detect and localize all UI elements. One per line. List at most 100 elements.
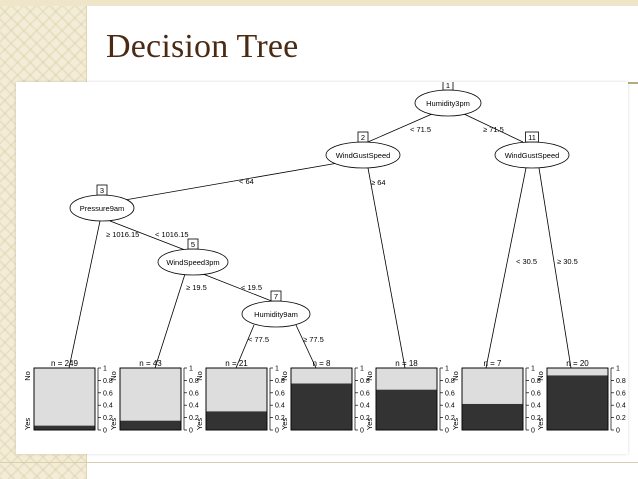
leaf-axis-tick-label: 1 [275, 366, 279, 373]
split-condition-label: < 77.5 [248, 335, 269, 344]
leaf-axis-tick-label: 0.6 [189, 390, 199, 397]
leaf-bar-yes [206, 411, 267, 430]
tree-edge-3-leaf1 [68, 220, 101, 369]
node-id-label: 7 [274, 292, 278, 301]
leaf-axis-tick-label: 1 [189, 366, 193, 373]
leaf-count-label: n = 20 [566, 359, 589, 368]
leaf-axis-tick-label: 0.4 [189, 403, 199, 410]
leaf-axis-tick-label: 0.2 [103, 415, 113, 422]
node-variable-label: Pressure9am [80, 204, 125, 213]
tree-edge-5-7 [202, 273, 275, 303]
split-condition-label: ≥ 77.5 [303, 335, 324, 344]
class-label-no: No [23, 371, 32, 381]
split-condition-label: ≥ 19.5 [186, 283, 207, 292]
node-variable-label: Humidity3pm [426, 99, 470, 108]
leaf-axis-tick-label: 0.2 [275, 415, 285, 422]
leaf-axis-tick-label: 0.6 [275, 390, 285, 397]
class-label-no: No [365, 371, 374, 381]
leaf-axis-tick-label: 0.8 [189, 378, 199, 385]
tree-edge-3-5 [109, 220, 186, 251]
leaf-axis-tick-label: 1 [445, 366, 449, 373]
leaf-count-label: n = 21 [225, 359, 248, 368]
leaf-bar-yes [34, 425, 95, 430]
leaf-bar-border [461, 367, 524, 431]
class-label-no: No [451, 371, 460, 381]
class-label-yes: Yes [23, 418, 32, 430]
class-label-no: No [280, 371, 289, 381]
class-label-yes: Yes [451, 418, 460, 430]
tree-edge-7-leaf3 [235, 324, 255, 369]
split-condition-label: < 30.5 [516, 257, 537, 266]
split-condition-label: ≥ 64 [371, 178, 386, 187]
leaf-bar-border [290, 367, 353, 431]
leaf-bar-yes [462, 403, 523, 430]
leaf-bar-yes [291, 383, 352, 430]
split-condition-label: < 64 [239, 177, 254, 186]
node-id-label: 5 [191, 240, 195, 249]
leaf-axis-tick-label: 0 [445, 428, 449, 435]
node-id-label: 11 [528, 133, 536, 142]
leaf-axis-tick-label: 1 [103, 366, 107, 373]
leaf-axis-tick-label: 1 [616, 366, 620, 373]
leaf-bar-no [119, 367, 182, 431]
leaf-count-label: n = 43 [139, 359, 162, 368]
leaf-axis-tick-label: 0.8 [531, 378, 541, 385]
node-variable-label: WindGustSpeed [336, 151, 391, 160]
leaf-axis-tick-label: 0.4 [103, 403, 113, 410]
tree-edge-2-3 [118, 162, 339, 202]
leaf-axis-tick-label: 0.4 [275, 403, 285, 410]
node-id-box [525, 131, 539, 143]
tree-edge-11-leaf6 [485, 167, 527, 369]
leaf-axis-tick-label: 0 [616, 428, 620, 435]
split-condition-label: ≥ 71.5 [483, 125, 504, 134]
leaf-axis-tick-label: 0.8 [445, 378, 455, 385]
tree-edge-1-11 [463, 113, 524, 143]
leaf-axis-tick-label: 0.2 [445, 415, 455, 422]
leaf-bar-no [33, 367, 96, 431]
leaf-count-label: n = 18 [395, 359, 418, 368]
tree-edge-2-leaf5 [367, 167, 406, 369]
leaf-axis-tick-label: 1 [360, 366, 364, 373]
leaf-bar-yes [120, 420, 181, 430]
split-condition-label: ≥ 1016.15 [106, 230, 139, 239]
leaf-bar-yes [547, 375, 608, 430]
leaf-axis-tick-label: 0.2 [616, 415, 626, 422]
split-condition-label: ≥ 30.5 [557, 257, 578, 266]
leaf-axis-tick-label: 0.2 [189, 415, 199, 422]
node-variable-label: Humidity9am [254, 310, 298, 319]
leaf-bar-yes [376, 389, 437, 430]
leaf-bar-border [375, 367, 438, 431]
node-id-box [442, 82, 454, 91]
decision-tree-diagram: < 71.5≥ 71.5< 64≥ 64≥ 1016.15< 1016.15≥ … [23, 82, 626, 435]
node-id-box [270, 290, 282, 302]
tree-edge-11-leaf7 [538, 167, 572, 369]
decorative-top-band [0, 0, 638, 6]
tree-edge-5-leaf2 [154, 273, 186, 369]
leaf-axis-tick-label: 0.8 [616, 378, 626, 385]
leaf-axis-tick-label: 0.4 [360, 403, 370, 410]
class-label-yes: Yes [109, 418, 118, 430]
leaf-count-label: n = 7 [483, 359, 502, 368]
leaf-axis-tick-label: 1 [531, 366, 535, 373]
class-label-no: No [195, 371, 204, 381]
split-condition-label: < 71.5 [410, 125, 431, 134]
leaf-axis-tick-label: 0 [360, 428, 364, 435]
footer-rule [0, 462, 638, 463]
leaf-axis-tick-label: 0.6 [531, 390, 541, 397]
leaf-bar-border [33, 367, 96, 431]
leaf-axis-tick-label: 0.2 [531, 415, 541, 422]
class-label-yes: Yes [365, 418, 374, 430]
node-id-label: 3 [100, 186, 104, 195]
leaf-axis-tick-label: 0.6 [616, 390, 626, 397]
leaf-axis-tick-label: 0.6 [103, 390, 113, 397]
leaf-axis-tick-label: 0.6 [360, 390, 370, 397]
class-label-yes: Yes [280, 418, 289, 430]
split-condition-label: < 19.5 [241, 283, 262, 292]
leaf-bar-border [546, 367, 609, 431]
node-id-box [187, 238, 199, 250]
tree-edge-1-2 [367, 113, 433, 143]
class-label-yes: Yes [195, 418, 204, 430]
leaf-axis-tick-label: 0.8 [103, 378, 113, 385]
node-id-box [357, 131, 369, 143]
leaf-axis-tick-label: 0.4 [445, 403, 455, 410]
